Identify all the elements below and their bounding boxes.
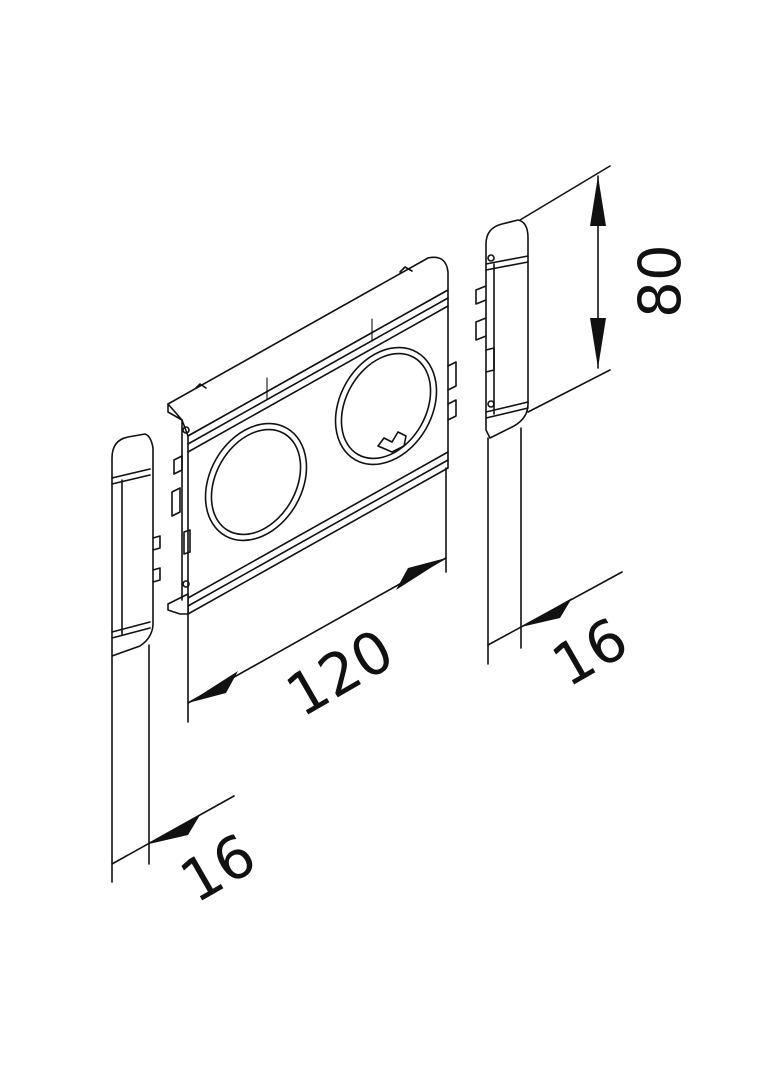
- dimension-left-cap: 16: [111, 795, 267, 916]
- dimension-label-80: 80: [626, 244, 694, 318]
- dimension-label-120: 120: [275, 616, 405, 730]
- socket-frame: [167, 256, 457, 723]
- dimension-height: 80: [590, 175, 694, 369]
- dimension-right-cap: 16: [487, 571, 639, 700]
- left-end-cap: [111, 433, 161, 883]
- right-end-cap: [475, 165, 611, 665]
